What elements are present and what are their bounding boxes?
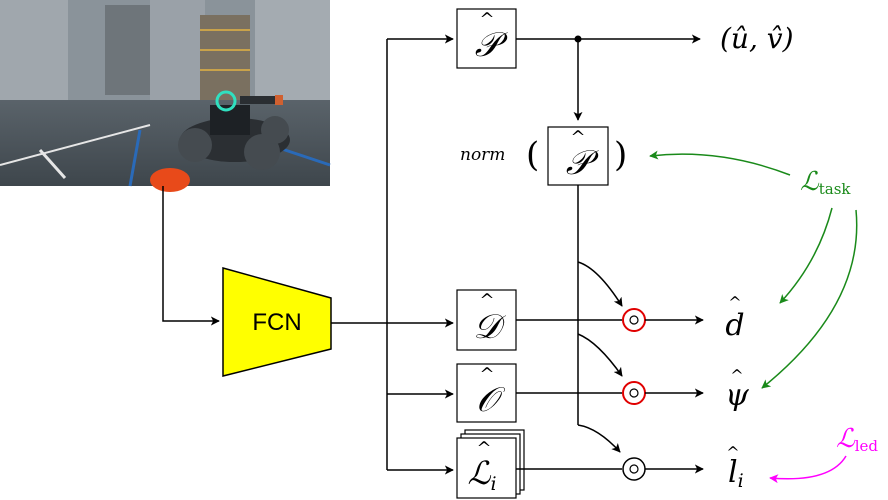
fcn-label: FCN [252, 309, 301, 336]
norm-label: norm [460, 145, 505, 165]
norm-open-paren: ( [526, 135, 539, 175]
camera-photo [0, 0, 331, 192]
output-l-hat-icon: ^ [726, 443, 739, 462]
p-norm-block [547, 126, 609, 186]
output-uv: (û, v̂) [720, 22, 794, 55]
task-to-psi-arrow [761, 209, 858, 389]
l-block-symbol: ℒi [467, 454, 496, 495]
p-norm-hat-icon: ^ [570, 127, 585, 148]
norm-to-odot-psi-arrow [577, 333, 623, 377]
loss-led-label: ℒled [836, 424, 878, 455]
norm-to-odot-l-arrow [577, 424, 621, 453]
task-to-d-arrow [779, 207, 833, 304]
output-d: d [725, 308, 744, 343]
output-psi-hat-icon: ^ [730, 366, 743, 385]
o-block [456, 363, 517, 423]
photo-to-fcn-arrow [162, 186, 220, 326]
p-hat-icon: ^ [479, 9, 494, 30]
odot-icon [622, 457, 646, 481]
l-block-stack [456, 429, 525, 499]
d-hat-icon: ^ [479, 290, 494, 311]
odot-icon [622, 308, 646, 332]
l-block [456, 437, 517, 499]
l-hat-icon: ^ [476, 438, 491, 459]
fcn-block [222, 267, 332, 377]
output-psi: ψ [725, 378, 749, 413]
loss-task-label: ℒtask [800, 167, 851, 198]
norm-close-paren: ) [614, 135, 627, 175]
odot-icon [622, 381, 646, 405]
output-d-hat-icon: ^ [728, 293, 741, 312]
led-to-l-arrow [769, 455, 847, 484]
norm-to-odot-d-arrow [577, 261, 623, 307]
o-hat-icon: ^ [479, 364, 494, 385]
output-l: li [728, 455, 744, 492]
task-to-norm-arrow [649, 150, 791, 176]
